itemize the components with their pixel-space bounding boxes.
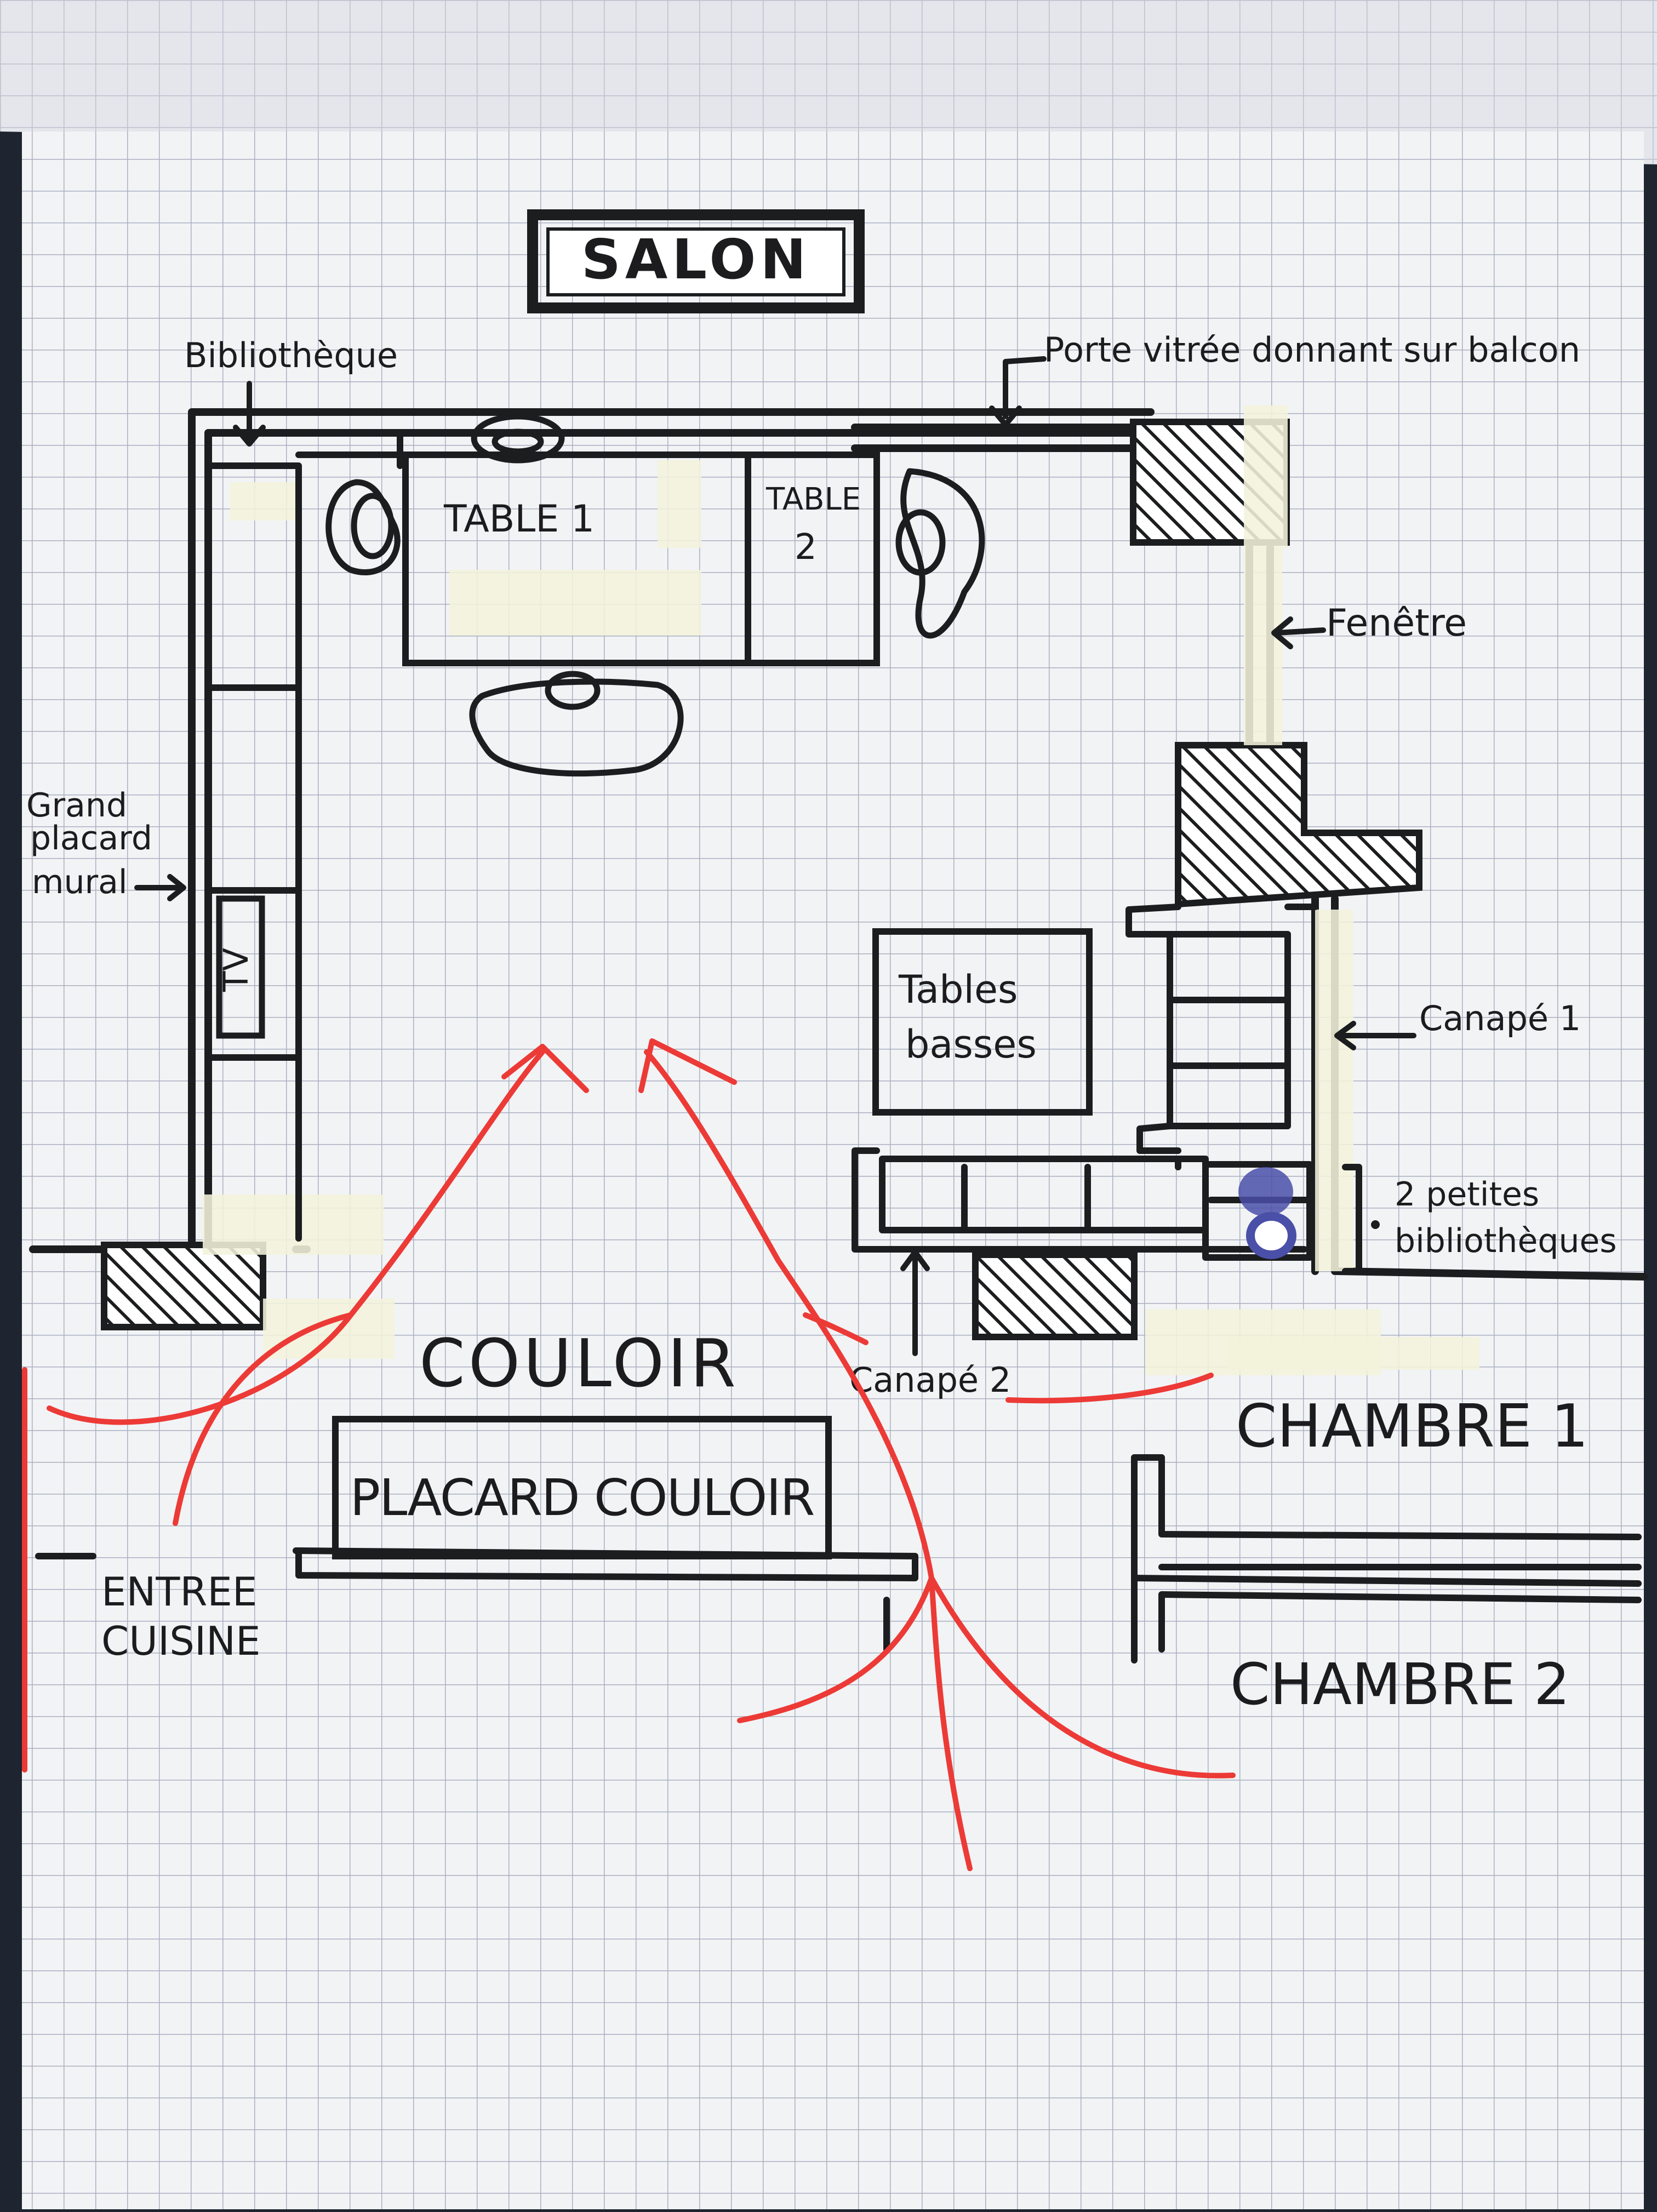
label-fenetre: Fenêtre (1326, 602, 1467, 645)
label-canape-2: Canapé 2 (849, 1360, 1011, 1400)
chambre-walls (35, 1454, 1642, 1664)
label-petites-biblio-1: 2 petites (1395, 1175, 1539, 1214)
chairs (325, 413, 985, 777)
annotations: Bibliothèque Porte vitrée donnant sur ba… (26, 330, 1617, 1718)
label-grand-placard-3: mural (32, 863, 128, 901)
label-porte-vitree: Porte vitrée donnant sur balcon (1044, 330, 1580, 370)
placard-couloir-label: PLACARD COULOIR (350, 1468, 814, 1527)
plan-title: SALON (581, 227, 810, 291)
label-petites-biblio-2: bibliothèques (1395, 1222, 1617, 1260)
tape-strips (203, 405, 1479, 1375)
label-entree-cuisine-2: CUISINE (101, 1618, 261, 1664)
placard-couloir: PLACARD COULOIR (293, 1416, 918, 1653)
label-chambre-1: CHAMBRE 1 (1236, 1392, 1589, 1461)
tv-unit: TV (216, 895, 265, 1039)
table-2-label-a: TABLE (765, 482, 861, 517)
circulation-arrows (22, 1038, 1236, 1871)
label-grand-placard-1: Grand (26, 786, 127, 825)
label-couloir: COULOIR (419, 1326, 739, 1402)
label-canape-1: Canapé 1 (1419, 998, 1581, 1038)
canape-1 (1125, 904, 1318, 1154)
tables-basses-label-2: basses (905, 1022, 1037, 1067)
label-grand-placard-2: placard (30, 819, 152, 858)
table-1-label: TABLE 1 (443, 498, 595, 541)
tables-basses: Tables basses (872, 928, 1093, 1116)
dining-tables: TABLE 1 TABLE 2 (402, 451, 880, 666)
figurine (1238, 1167, 1296, 1259)
label-bibliotheque: Bibliothèque (184, 335, 398, 375)
tv-label: TV (216, 948, 256, 992)
title-box: SALON (527, 209, 865, 313)
label-entree-cuisine-1: ENTREE (101, 1569, 257, 1615)
grand-placard-mural (205, 430, 403, 1242)
table-2-label-b: 2 (795, 527, 817, 568)
label-chambre-2: CHAMBRE 2 (1230, 1651, 1570, 1718)
tables-basses-label-1: Tables (898, 967, 1018, 1012)
